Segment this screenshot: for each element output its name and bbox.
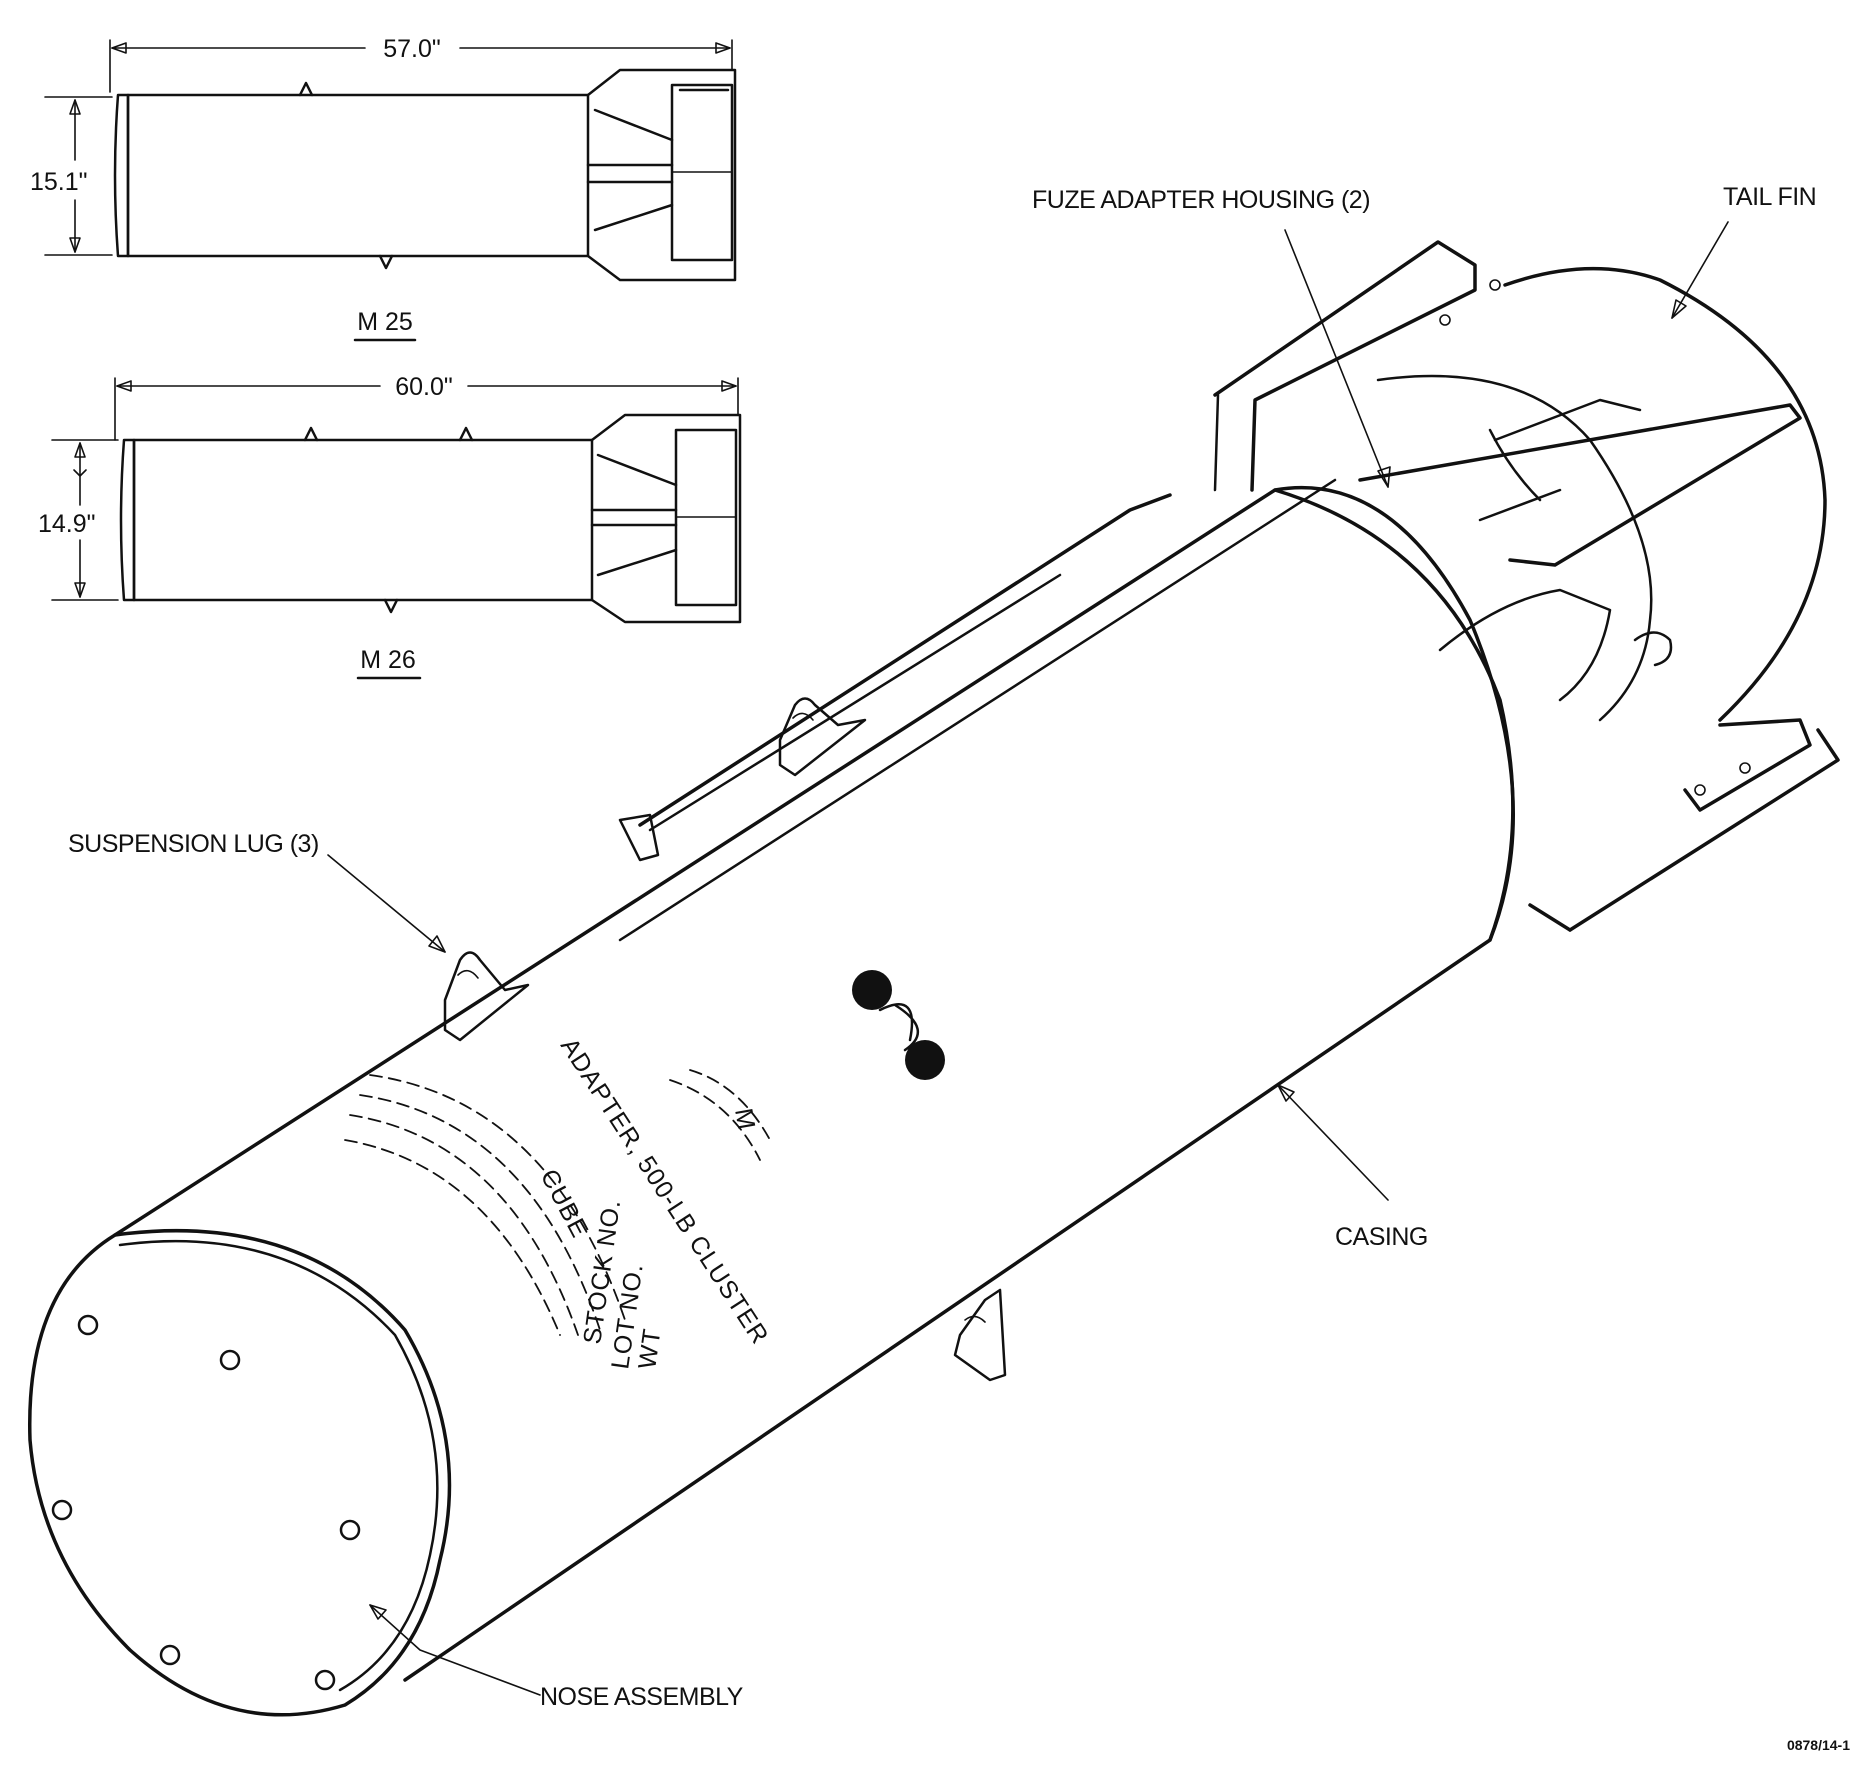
stencil-model-line: M <box>729 1106 760 1132</box>
m26-side-view: 60.0" 14.9" M 26 <box>38 373 742 680</box>
m26-diameter-label: 14.9" <box>38 510 96 538</box>
insignia-emblem <box>852 970 945 1080</box>
m25-diameter-label: 15.1" <box>30 168 88 196</box>
casing-body <box>113 485 1516 1682</box>
nose-assembly <box>27 1228 452 1717</box>
suspension-lug-3 <box>953 1288 1007 1382</box>
suspension-lug-1 <box>443 951 530 1042</box>
tail-fin-assembly <box>1213 240 1840 932</box>
stencil-text: ADAPTER, 500-LB CLUSTER M CUBE STOCK NO.… <box>535 1033 774 1371</box>
label-tail-fin: TAIL FIN <box>1723 183 1816 211</box>
m26-length-label: 60.0" <box>395 373 453 401</box>
strap-handle <box>618 813 660 862</box>
label-nose-assembly: NOSE ASSEMBLY <box>540 1683 744 1711</box>
suspension-lug-2 <box>778 697 867 777</box>
m25-model-label: M 25 <box>357 308 413 336</box>
leader-lines <box>327 221 1729 1696</box>
label-fuze-adapter-housing: FUZE ADAPTER HOUSING (2) <box>1032 186 1370 214</box>
m25-length-label: 57.0" <box>383 35 441 63</box>
stencil-dashes <box>344 1069 771 1336</box>
label-suspension-lug: SUSPENSION LUG (3) <box>68 830 319 858</box>
stencil-cube-line: CUBE <box>535 1165 594 1243</box>
isometric-view: ADAPTER, 500-LB CLUSTER M CUBE STOCK NO.… <box>27 221 1840 1717</box>
m25-side-view: 57.0" 15.1" M 25 <box>30 35 737 342</box>
stencil-wt-line: WT <box>633 1326 666 1370</box>
figure-id: 0878/14-1 <box>1787 1737 1850 1753</box>
m26-model-label: M 26 <box>360 646 416 674</box>
label-casing: CASING <box>1335 1223 1428 1251</box>
